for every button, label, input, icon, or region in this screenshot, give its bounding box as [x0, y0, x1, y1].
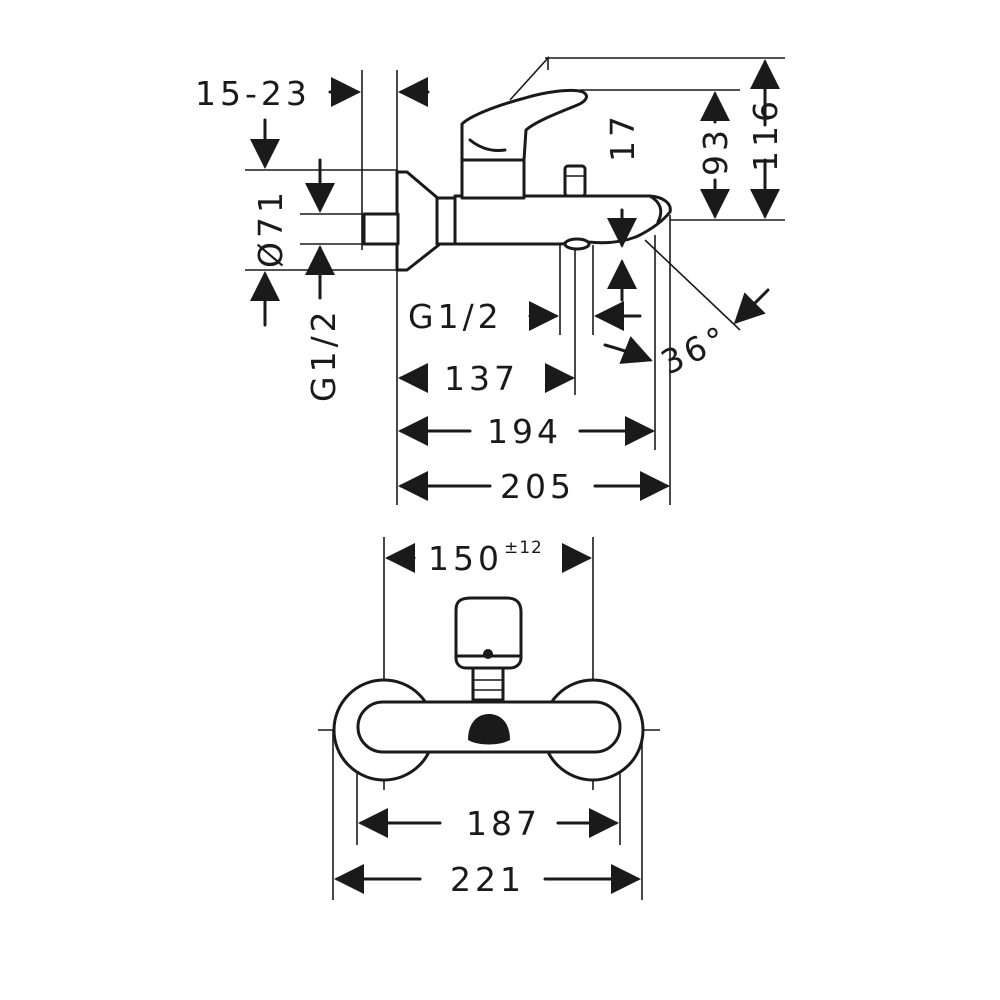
front-mixer-column: [471, 666, 505, 702]
wall-rosette: [395, 170, 442, 272]
dim-overall-height: 116: [746, 97, 785, 172]
dim-width-221: 221: [450, 860, 525, 899]
mixer-column: [460, 158, 526, 200]
dim-reach-205: 205: [500, 467, 575, 506]
dim-rosette-diameter: Ø71: [251, 188, 290, 268]
lever-handle: [460, 88, 588, 162]
spout-body: [453, 194, 672, 246]
dim-inlet-thread: G1/2: [304, 307, 343, 402]
wall-connector: [362, 212, 400, 246]
dim-centres-tolerance: ±12: [504, 538, 543, 558]
front-spout: [468, 714, 510, 745]
dim-reach-194: 194: [487, 412, 562, 451]
dim-centres: 150: [428, 539, 503, 578]
diverter-knob: [563, 164, 587, 198]
dim-diverter-offset: 17: [603, 112, 642, 162]
dim-wall-range: 15-23: [195, 74, 311, 113]
front-lever-handle: [454, 596, 523, 670]
extension-lines: [245, 57, 785, 505]
dim-angle: 36°: [655, 317, 735, 382]
front-view: 150 ±12 187 221: [318, 537, 660, 900]
dim-width-187: 187: [466, 804, 541, 843]
front-dimension-arrows: [334, 543, 641, 894]
dim-reach-137: 137: [444, 359, 519, 398]
dimension-arrows: [250, 59, 780, 501]
dim-spout-height: 93: [696, 126, 735, 176]
dim-spout-connection-thread: G1/2: [408, 297, 503, 336]
side-view: 15-23 Ø71 G1/2 116 93 17 G1/2 137 194 20…: [195, 55, 785, 506]
